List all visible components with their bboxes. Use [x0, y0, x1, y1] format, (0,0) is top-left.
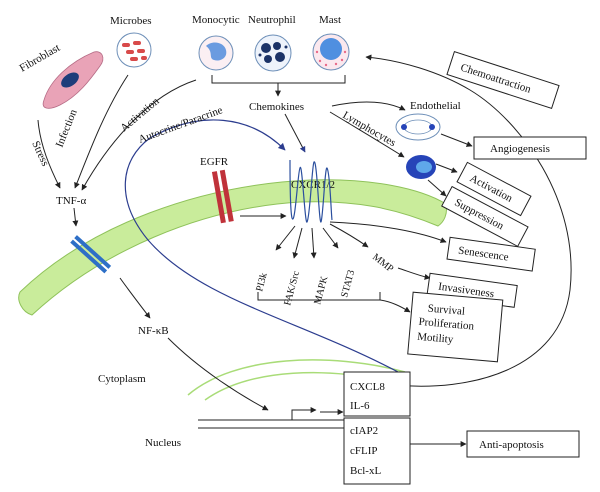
- nfkb-label: NF-κB: [138, 325, 169, 337]
- lymphocyte-cell: [406, 155, 436, 179]
- stat3-label: STAT3: [339, 269, 357, 299]
- immune-cells-bracket: [211, 75, 346, 84]
- mmp-label: MMP: [370, 252, 396, 275]
- endothelial-cell: [395, 113, 441, 141]
- survival-box: Survival Proliferation Motility: [407, 291, 504, 363]
- proliferation-label: Proliferation: [418, 316, 475, 333]
- cxcl8-label: CXCL8: [350, 381, 385, 393]
- antiapoptosis-box: Anti-apoptosis: [466, 430, 580, 458]
- fibroblast-nucleus: [61, 72, 79, 88]
- bclxl-label: Bcl-xL: [350, 465, 381, 477]
- senescence-box: Senescence: [446, 236, 536, 272]
- mast-label: Mast: [319, 14, 341, 26]
- neutrophil-cell: [254, 34, 292, 72]
- stress-label: Stress: [29, 139, 51, 168]
- cell-membrane: [18, 179, 447, 316]
- tnf-label: TNF-α: [56, 195, 86, 207]
- egfr-label: EGFR: [200, 156, 229, 168]
- fak-label: FAK/Src: [282, 269, 302, 307]
- signaling-bracket: [257, 292, 381, 301]
- antiapoptosis-label: Anti-apoptosis: [479, 439, 544, 451]
- pi3k-label: PI3k: [254, 272, 270, 293]
- chemoattraction-box: Chemoattraction: [446, 50, 560, 110]
- gene-box-upper: CXCL8 IL-6: [343, 371, 411, 417]
- cflip-label: cFLIP: [350, 445, 378, 457]
- cytoplasm-label: Cytoplasm: [98, 373, 146, 385]
- autocrine-loop-arc: [124, 119, 401, 374]
- fibroblast-cell: [42, 51, 104, 109]
- neutrophil-label: Neutrophil: [248, 14, 296, 26]
- nucleus-envelope-outer: [187, 359, 406, 396]
- survival-label: Survival: [427, 303, 465, 318]
- mast-cell: [312, 33, 350, 71]
- angiogenesis-label: Angiogenesis: [490, 143, 550, 155]
- infection-label: Infection: [54, 107, 80, 149]
- fibroblast-label: Fibroblast: [18, 42, 63, 75]
- gene-box-lower: cIAP2 cFLIP Bcl-xL: [343, 417, 411, 485]
- dna-strand: [198, 407, 344, 429]
- cxcr-receptor: [289, 159, 333, 223]
- egfr-receptor: [211, 169, 234, 224]
- monocytic-cell: [198, 35, 234, 71]
- nucleus-label: Nucleus: [145, 437, 181, 449]
- microbes-label: Microbes: [110, 15, 152, 27]
- angiogenesis-box: Angiogenesis: [473, 136, 587, 160]
- ciap2-label: cIAP2: [350, 425, 378, 437]
- monocytic-label: Monocytic: [192, 14, 240, 26]
- microbes-cluster: [116, 32, 152, 68]
- mapk-label: MAPK: [312, 274, 330, 306]
- il6-label: IL-6: [350, 400, 370, 412]
- chemokines-label: Chemokines: [249, 101, 304, 113]
- endothelial-label: Endothelial: [410, 100, 461, 112]
- lymphocytes-label: Lymphocytes: [341, 109, 398, 149]
- motility-label: Motility: [417, 331, 454, 346]
- tnf-receptor: [70, 235, 112, 274]
